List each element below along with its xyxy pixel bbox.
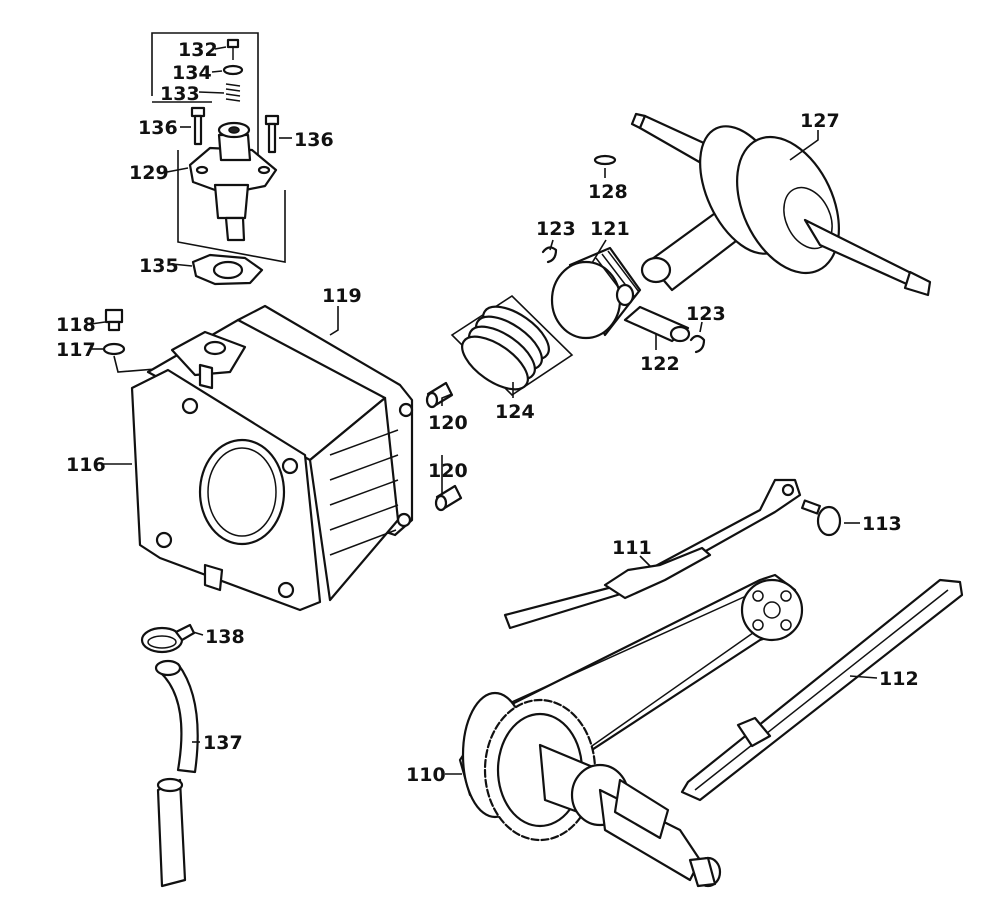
label-111: 111 bbox=[612, 537, 652, 559]
bolt-136-right bbox=[264, 114, 280, 154]
label-138: 138 bbox=[205, 626, 245, 648]
piston-121 bbox=[550, 246, 642, 340]
gasket-135 bbox=[191, 253, 264, 286]
label-118: 118 bbox=[56, 314, 96, 336]
label-132: 132 bbox=[178, 39, 218, 61]
bolt-136-left bbox=[190, 106, 206, 146]
cylinder-116 bbox=[130, 304, 414, 612]
piston-pin-122 bbox=[623, 305, 691, 343]
clip-123-left bbox=[541, 246, 558, 264]
chain-guide-112 bbox=[680, 578, 964, 802]
piston-rings-124 bbox=[450, 294, 574, 397]
label-123-right: 123 bbox=[686, 303, 726, 325]
label-122: 122 bbox=[640, 353, 680, 375]
label-121: 121 bbox=[590, 218, 630, 240]
bolt-113 bbox=[801, 499, 842, 537]
washer-117 bbox=[102, 342, 126, 356]
tensioner-assembly bbox=[151, 32, 286, 286]
label-113: 113 bbox=[862, 513, 902, 535]
label-117: 117 bbox=[56, 339, 96, 361]
label-134: 134 bbox=[172, 62, 212, 84]
label-110: 110 bbox=[406, 764, 446, 786]
label-120-lower: 120 bbox=[428, 460, 468, 482]
label-127: 127 bbox=[800, 110, 840, 132]
camshaft-sprocket-110 bbox=[483, 698, 722, 888]
label-128: 128 bbox=[588, 181, 628, 203]
part-labels: 132 134 133 136 136 129 135 118 117 119 … bbox=[56, 39, 919, 786]
label-112: 112 bbox=[879, 668, 919, 690]
dowel-pin-120-upper bbox=[425, 381, 454, 409]
label-116: 116 bbox=[66, 454, 106, 476]
label-133: 133 bbox=[160, 83, 200, 105]
label-136-left: 136 bbox=[138, 117, 178, 139]
bolt-132 bbox=[226, 38, 240, 49]
chain-guide-111 bbox=[503, 478, 802, 630]
label-135: 135 bbox=[139, 255, 179, 277]
key-128 bbox=[593, 154, 617, 166]
label-129: 129 bbox=[129, 162, 169, 184]
leader-lines bbox=[90, 46, 878, 775]
dowel-pin-120-lower bbox=[434, 484, 463, 512]
bolt-118 bbox=[104, 308, 124, 332]
label-119: 119 bbox=[322, 285, 362, 307]
label-136-right: 136 bbox=[294, 129, 334, 151]
label-124: 124 bbox=[495, 401, 535, 423]
crankshaft-127 bbox=[630, 112, 932, 297]
hose-137 bbox=[154, 659, 199, 888]
tensioner-129 bbox=[188, 121, 278, 242]
spring-133 bbox=[225, 83, 241, 102]
label-123-left: 123 bbox=[536, 218, 576, 240]
washer-134 bbox=[222, 64, 244, 76]
clamp-138 bbox=[140, 623, 196, 654]
clip-123-right bbox=[689, 334, 706, 354]
label-137: 137 bbox=[203, 732, 243, 754]
label-120-upper: 120 bbox=[428, 412, 468, 434]
